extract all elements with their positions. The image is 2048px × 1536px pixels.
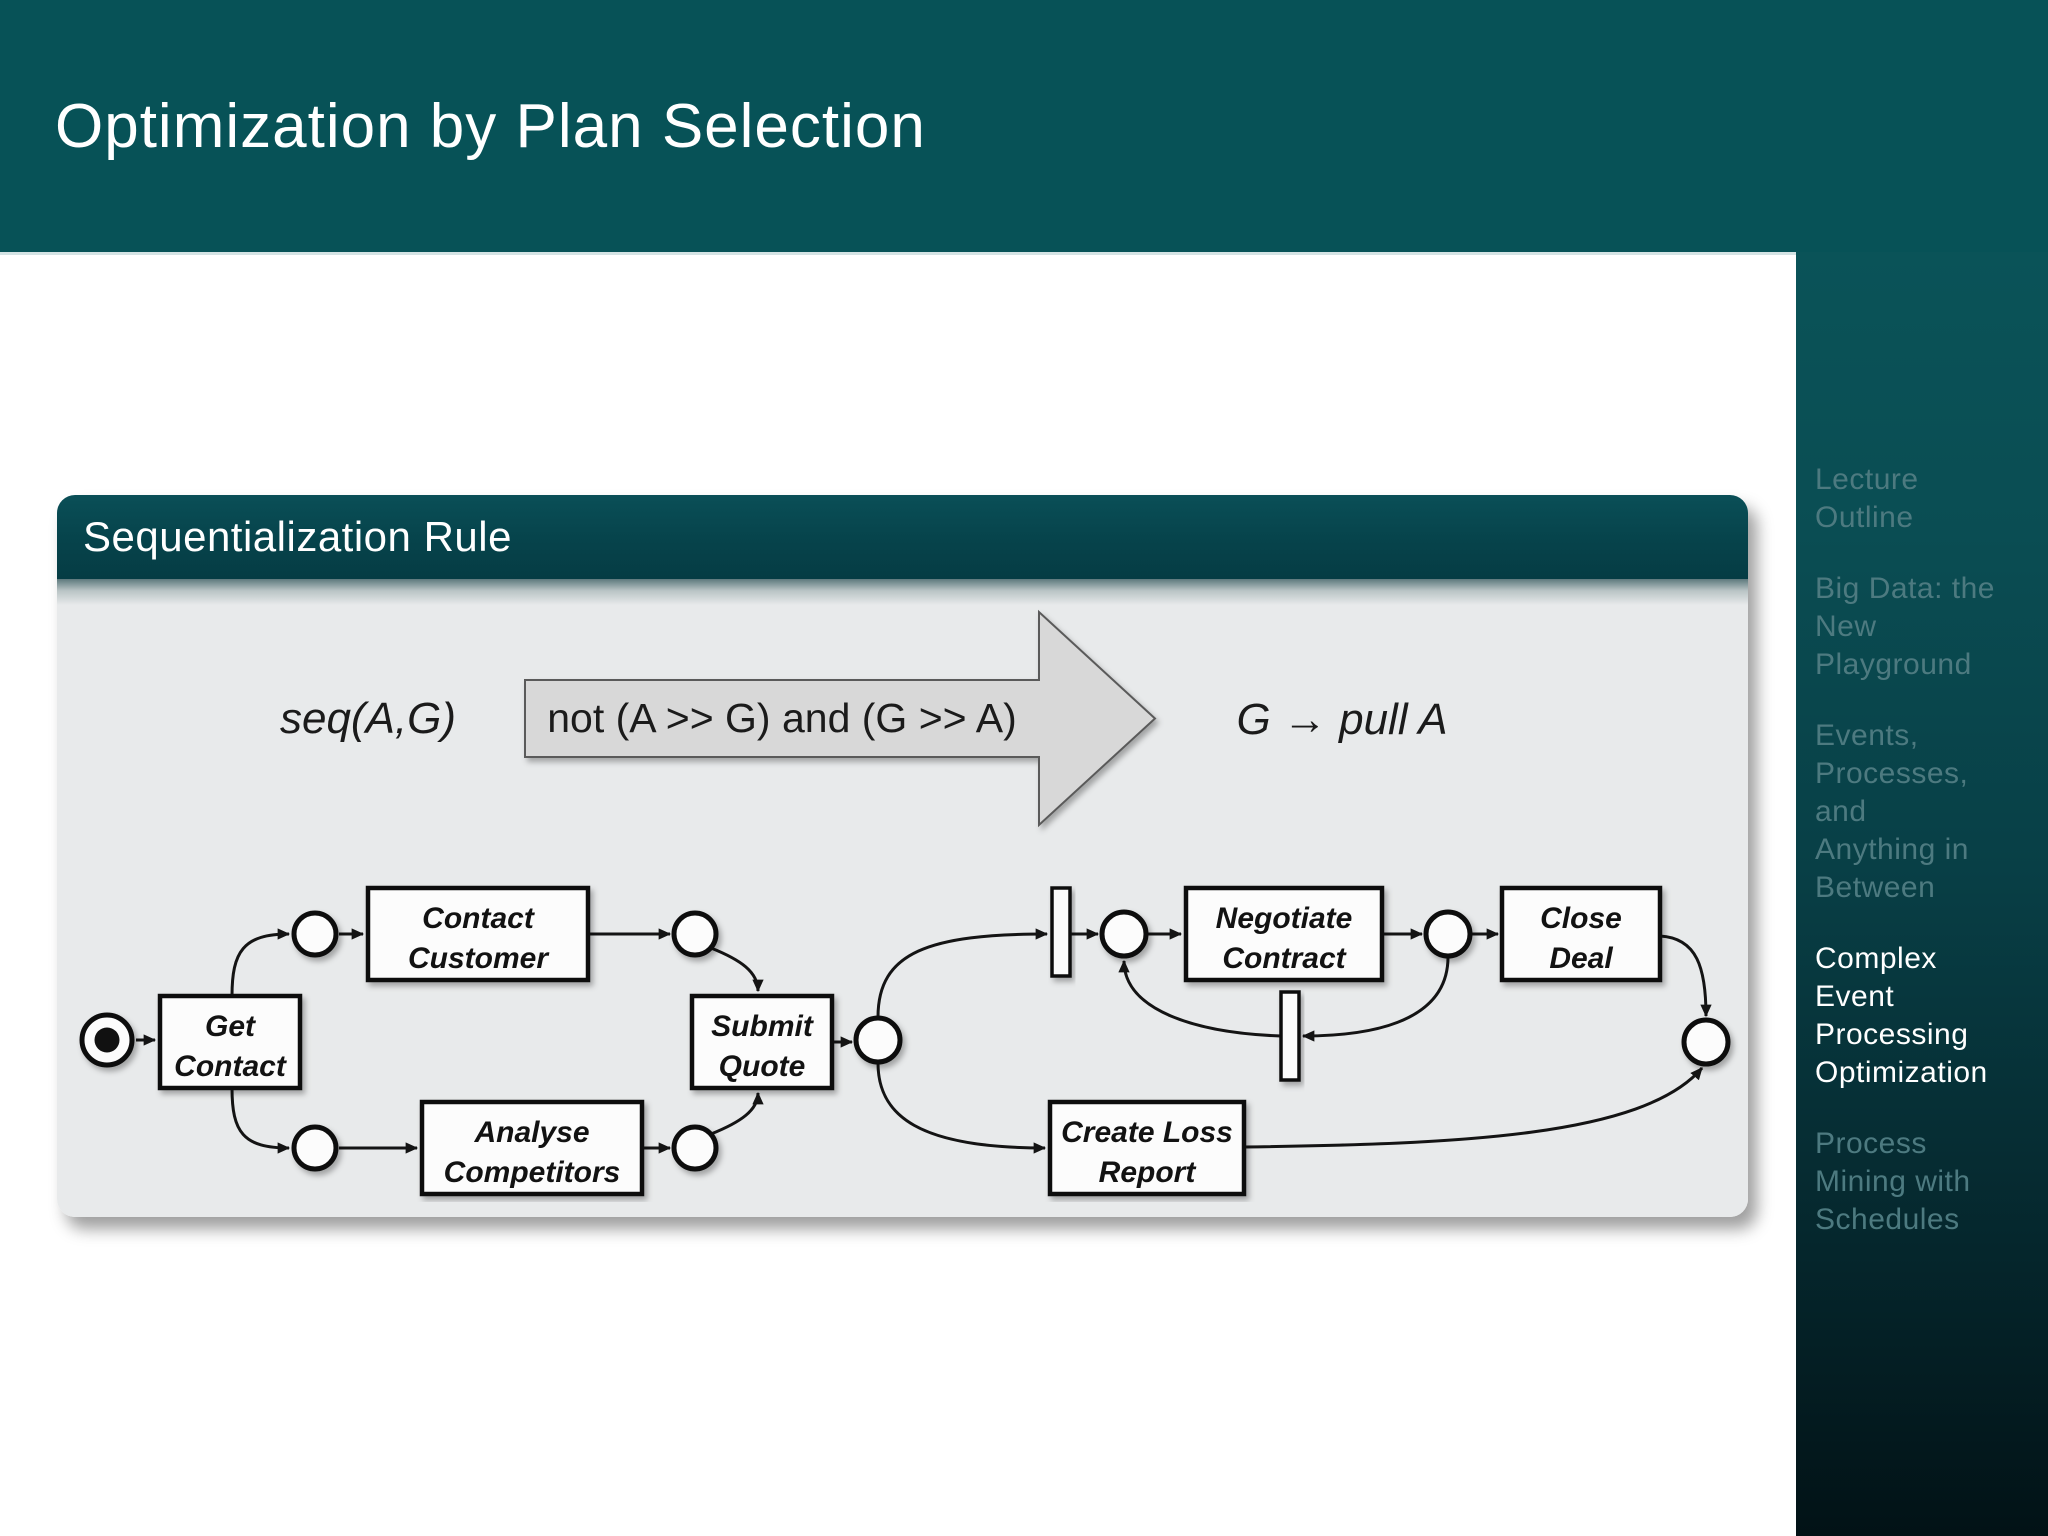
place-after-submit-quote — [853, 1015, 903, 1065]
task-label: Contact — [174, 1050, 288, 1083]
task-label: Deal — [1549, 942, 1613, 975]
task-label: Close — [1540, 902, 1622, 935]
task-label: Competitors — [444, 1156, 621, 1189]
sidebar-item-big-data[interactable]: Big Data: the New Playground — [1815, 570, 2020, 684]
sidebar-item-line: Between — [1815, 871, 1936, 904]
place-after-analyse-competitors — [671, 1124, 719, 1172]
sidebar-item-line: Big Data: the — [1815, 572, 1995, 605]
sidebar-item-process-mining[interactable]: Process Mining with Schedules — [1815, 1125, 2020, 1239]
start-event — [79, 1012, 135, 1068]
task-analyse-competitors: Analyse Competitors — [419, 1099, 645, 1197]
block-header-shadow — [57, 579, 1748, 605]
sidebar-item-line: Playground — [1815, 648, 1972, 681]
sidebar-item-events-processes[interactable]: Events, Processes, and Anything in Betwe… — [1815, 717, 2020, 907]
task-label: Analyse — [473, 1116, 589, 1149]
sidebar-item-line: Processes, and — [1815, 757, 1969, 828]
fork-bar-enter-negotiation — [1050, 886, 1072, 978]
rule-rhs: G → pull A — [1236, 695, 1447, 744]
place-after-split-bottom — [291, 1124, 339, 1172]
rule-formula: seq(A,G) not (A >> G) and (G >> A) G → p… — [280, 609, 1448, 828]
sidebar-item-line: Processing — [1815, 1018, 1969, 1051]
sidebar-item-line: New — [1815, 610, 1877, 643]
task-create-loss-report: Create Loss Report — [1047, 1099, 1247, 1197]
task-label: Quote — [719, 1050, 806, 1083]
page-title: Optimization by Plan Selection — [55, 91, 926, 161]
sidebar-item-line: Events, — [1815, 719, 1919, 752]
rule-condition: not (A >> G) and (G >> A) — [547, 695, 1016, 741]
block-title: Sequentialization Rule — [83, 513, 512, 560]
task-negotiate-contract: Negotiate Contract — [1183, 885, 1385, 983]
task-label: Negotiate — [1216, 902, 1353, 935]
rule-lhs: seq(A,G) — [280, 694, 456, 743]
sidebar-item-cep-optimization[interactable]: Complex Event Processing Optimization — [1815, 940, 2020, 1092]
sidebar-item-line: Lecture — [1815, 463, 1919, 496]
implication-arrow — [524, 609, 1157, 828]
sidebar-item-line: Mining with — [1815, 1165, 1971, 1198]
sidebar: Lecture Outline Big Data: the New Playgr… — [1796, 252, 2048, 1536]
sidebar-item-line: Process — [1815, 1127, 1927, 1160]
task-label: Get — [205, 1010, 257, 1043]
sidebar-item-lecture-outline[interactable]: Lecture Outline — [1815, 461, 2020, 537]
sequentialization-rule-block: Sequentialization Rule seq(A,G) not (A >… — [57, 495, 1748, 1217]
sidebar-item-line: Optimization — [1815, 1056, 1988, 1089]
task-contact-customer: Contact Customer — [365, 885, 591, 983]
sidebar-item-line: Outline — [1815, 501, 1914, 534]
place-after-contact-customer — [671, 910, 719, 958]
end-place — [1681, 1017, 1731, 1067]
task-submit-quote: Submit Quote — [689, 993, 835, 1091]
task-get-contact: Get Contact — [157, 993, 303, 1091]
slide-header: Optimization by Plan Selection — [0, 0, 2048, 255]
diagram-edges — [136, 928, 1712, 1154]
place-after-negotiate — [1423, 909, 1473, 959]
sidebar-item-line: Event — [1815, 980, 1895, 1013]
place-after-split-top — [291, 910, 339, 958]
task-label: Submit — [711, 1010, 815, 1043]
task-label: Report — [1099, 1156, 1198, 1189]
block-header: Sequentialization Rule — [57, 495, 1748, 579]
fork-bar-redo-negotiation — [1279, 990, 1301, 1082]
sidebar-item-line: Anything in — [1815, 833, 1969, 866]
place-before-negotiate — [1099, 909, 1149, 959]
task-label: Contact — [422, 902, 536, 935]
sidebar-item-line: Schedules — [1815, 1203, 1960, 1236]
process-diagram: Get Contact Contact Customer Analyse Com… — [79, 885, 1731, 1197]
task-label: Create Loss — [1061, 1116, 1233, 1149]
task-label: Contract — [1222, 942, 1347, 975]
task-close-deal: Close Deal — [1499, 885, 1663, 983]
sidebar-item-line: Complex — [1815, 942, 1937, 975]
task-label: Customer — [408, 942, 550, 975]
